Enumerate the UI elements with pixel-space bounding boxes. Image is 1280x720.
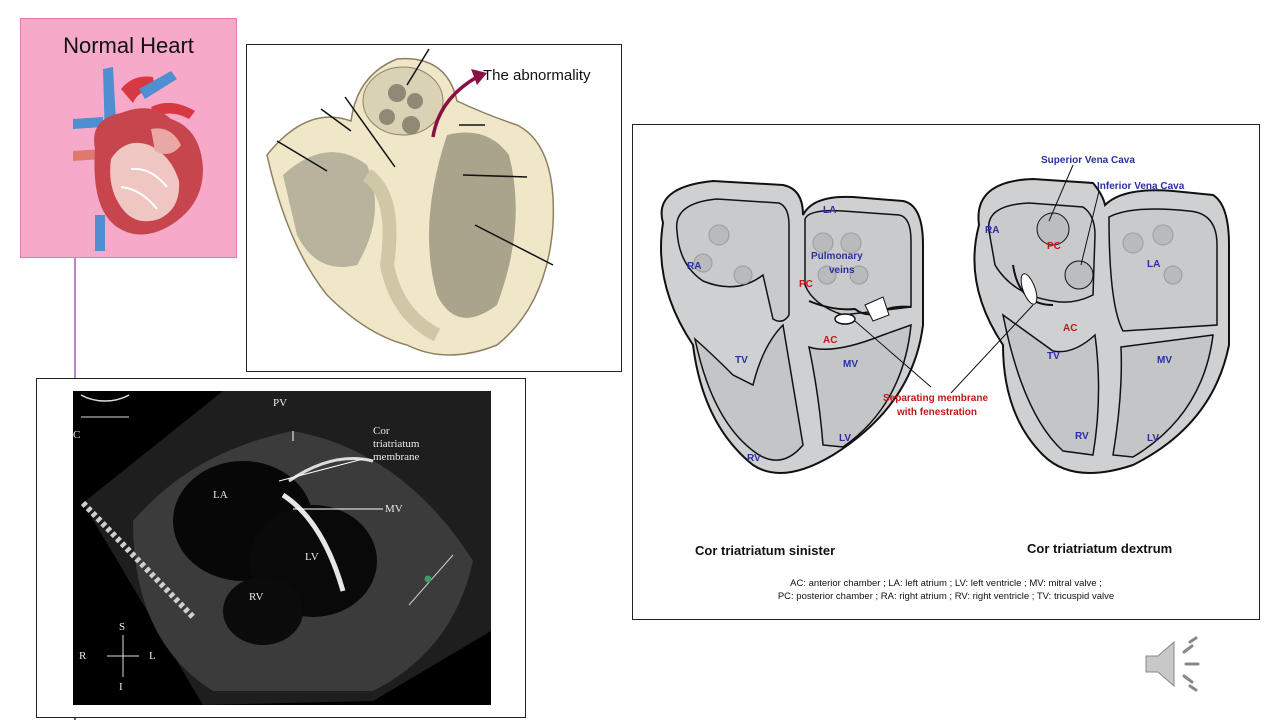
left-label-veins: veins bbox=[829, 265, 855, 276]
left-label-tv: TV bbox=[735, 355, 748, 366]
echo-label-la: LA bbox=[213, 489, 228, 501]
abnormality-label: The abnormality bbox=[483, 67, 591, 84]
legend-line-2: PC: posterior chamber ; RA: right atrium… bbox=[777, 591, 1115, 602]
right-label-svc: Superior Vena Cava bbox=[1041, 155, 1135, 166]
membrane-label-1: Separating membrane bbox=[883, 393, 989, 404]
right-label-ac: AC bbox=[1063, 323, 1078, 334]
left-label-ac: AC bbox=[823, 335, 838, 346]
echo-label-membrane: membrane bbox=[373, 451, 420, 463]
normal-heart-illustration bbox=[73, 67, 203, 251]
anatomical-sketch-panel: The abnormality bbox=[246, 44, 622, 372]
speaker-icon[interactable] bbox=[1140, 634, 1208, 694]
legend-line-1: AC: anterior chamber ; LA: left atrium ;… bbox=[790, 578, 1102, 589]
right-label-mv: MV bbox=[1157, 355, 1172, 366]
echo-orientation-l: L bbox=[149, 650, 156, 662]
echo-label-pv: PV bbox=[273, 397, 288, 409]
right-caption: Cor triatriatum dextrum bbox=[1027, 541, 1173, 556]
connector-line bbox=[74, 258, 76, 380]
left-label-pulmonary: Pulmonary bbox=[811, 251, 863, 262]
normal-heart-panel: Normal Heart bbox=[20, 18, 237, 258]
left-label-rv: RV bbox=[747, 453, 761, 464]
left-label-la: LA bbox=[823, 205, 837, 216]
cor-triatriatum-diagram bbox=[660, 164, 1230, 474]
echocardiogram-panel: PV Cor triatriatum membrane LA MV LV RV … bbox=[36, 378, 526, 718]
echo-label-triatriatum: triatriatum bbox=[373, 438, 420, 450]
diagram-legend: AC: anterior chamber ; LA: left atrium ;… bbox=[633, 577, 1259, 603]
echo-orientation-s: S bbox=[119, 621, 126, 633]
echo-orientation-r: R bbox=[79, 650, 87, 662]
right-label-ra: RA bbox=[985, 225, 1000, 236]
echocardiogram-image: PV Cor triatriatum membrane LA MV LV RV … bbox=[73, 391, 491, 705]
right-label-la: LA bbox=[1147, 259, 1161, 270]
echo-label-rv: RV bbox=[249, 591, 264, 603]
left-label-mv: MV bbox=[843, 359, 858, 370]
right-label-rv: RV bbox=[1075, 431, 1089, 442]
right-label-pc: PC bbox=[1047, 241, 1061, 252]
echo-orientation-i: I bbox=[119, 681, 123, 693]
cor-triatriatum-sketch bbox=[266, 48, 555, 356]
right-label-ivc: Inferior Vena Cava bbox=[1097, 181, 1185, 192]
left-caption: Cor triatriatum sinister bbox=[695, 543, 836, 558]
normal-heart-title: Normal Heart bbox=[63, 33, 194, 58]
cor-triatriatum-diagram-panel: RA LA Pulmonary veins PC AC TV MV RV LV … bbox=[632, 124, 1260, 620]
left-label-pc: PC bbox=[799, 279, 813, 290]
right-label-tv: TV bbox=[1047, 351, 1060, 362]
echo-label-lv: LV bbox=[305, 551, 319, 563]
right-label-lv: LV bbox=[1147, 433, 1160, 444]
left-label-ra: RA bbox=[687, 261, 702, 272]
left-label-lv: LV bbox=[839, 433, 852, 444]
echo-label-mv: MV bbox=[385, 503, 403, 515]
membrane-label-2: with fenestration bbox=[897, 407, 978, 418]
echo-label-cor: Cor bbox=[373, 425, 390, 437]
echo-label-c: C bbox=[73, 429, 81, 441]
